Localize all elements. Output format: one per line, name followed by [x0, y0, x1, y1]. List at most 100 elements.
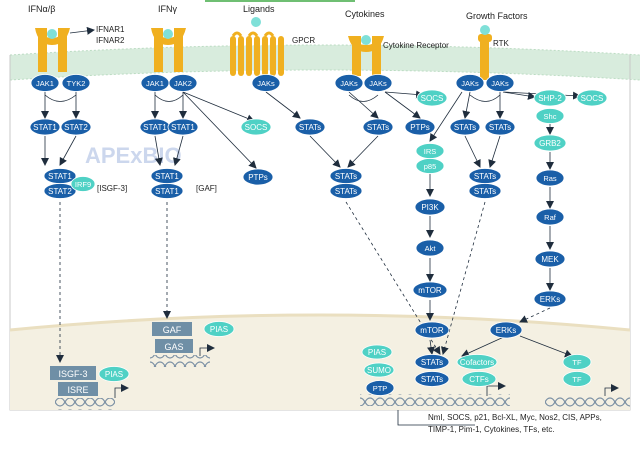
node-label-ptps-b: PTPs	[248, 173, 268, 182]
node-label-stats-dimer-b2: STATs	[474, 187, 496, 196]
node-stat1-gaf2: STAT1	[150, 183, 184, 199]
node-label-tyk2: TYK2	[67, 79, 86, 88]
node-stat1-gaf1: STAT1	[150, 168, 184, 184]
watermark-logo: APExBIO	[85, 143, 182, 168]
node-erks-cyto: ERKs	[533, 290, 567, 308]
label-cytokines: Cytokines	[345, 9, 385, 19]
node-mtor-cyto: mTOR	[412, 281, 448, 299]
node-label-stats-n2: STATs	[421, 375, 443, 384]
node-label-stat1-isgf: STAT1	[48, 172, 72, 181]
node-jaks-rtk1: JAKs	[455, 74, 485, 92]
node-erks-nuc: ERKs	[489, 321, 523, 339]
node-label-jaks-cyt1: JAKs	[340, 79, 358, 88]
node-label-ptps-cyt: PTPs	[410, 123, 430, 132]
node-label-pi3k: PI3K	[421, 203, 439, 212]
node-label-socs-b: SOCS	[245, 123, 268, 132]
node-stat1-isgf: STAT1	[43, 168, 77, 184]
dna-tf	[545, 395, 630, 407]
cell-membrane	[10, 45, 640, 80]
box-isre	[58, 382, 98, 396]
node-label-stats-n1: STATs	[421, 358, 443, 367]
node-sumo: SUMO	[363, 362, 395, 378]
receptor-ifnar	[35, 28, 70, 72]
node-stats-n2: STATs	[414, 371, 450, 387]
node-socs-b: SOCS	[240, 118, 272, 136]
node-label-stats-gpcr: STATs	[299, 123, 321, 132]
node-pias-isgf: PIAS	[98, 366, 130, 382]
node-label-stat1-b2: STAT1	[171, 123, 195, 132]
label-ifn-ab: IFNα/β	[28, 4, 55, 14]
label-ligands: Ligands	[243, 4, 275, 14]
node-ptps-b: PTPs	[242, 168, 274, 186]
node-cofactors: Cofactors	[456, 354, 498, 370]
node-label-jak1-a: JAK1	[36, 79, 54, 88]
node-jaks-rtk2: JAKs	[485, 74, 515, 92]
label-growth-factors: Growth Factors	[466, 11, 528, 21]
target-genes-line1: NmI, SOCS, p21, Bcl-XL, Myc, Nos2, CIS, …	[428, 413, 602, 422]
node-tf2: TF	[562, 371, 592, 387]
node-stats-rtk2: STATs	[484, 118, 516, 136]
node-stats-dimer-b1: STATs	[468, 168, 502, 184]
node-label-ras: Ras	[543, 174, 557, 183]
node-label-jak2-b: JAK2	[174, 79, 192, 88]
node-label-raf: Raf	[544, 213, 557, 222]
node-p85: p85	[415, 158, 445, 174]
node-label-akt: Akt	[425, 244, 437, 253]
node-label-erks-cyto: ERKs	[540, 295, 560, 304]
dna-isre	[55, 398, 115, 410]
node-tf1: TF	[562, 354, 592, 370]
label-isre: ISRE	[67, 385, 88, 395]
node-label-stats-rtk1: STATs	[454, 123, 476, 132]
node-label-shc: Shc	[544, 112, 557, 121]
receptor-gpcr	[230, 17, 284, 76]
label-cytokine-receptor: Cytokine Receptor	[383, 41, 449, 50]
node-ptp-n: PTP	[365, 380, 395, 396]
node-stats-rtk1: STATs	[449, 118, 481, 136]
node-stat1-b1: STAT1	[139, 118, 171, 136]
node-label-ctfs: CTFs	[469, 375, 489, 384]
node-jaks-cyt2: JAKs	[363, 74, 393, 92]
node-label-stat1-gaf2: STAT1	[155, 187, 179, 196]
node-label-mtor-nuc: mTOR	[420, 326, 444, 335]
node-pias-n: PIAS	[361, 344, 393, 360]
node-raf: Raf	[535, 208, 565, 226]
node-label-stat2-a: STAT2	[64, 123, 88, 132]
node-jak1-b: JAK1	[140, 74, 170, 92]
node-stats-dimer-a1: STATs	[329, 168, 363, 184]
node-stats-dimer-b2: STATs	[468, 183, 502, 199]
node-label-erks-nuc: ERKs	[496, 326, 516, 335]
node-label-stats-dimer-b1: STATs	[474, 172, 496, 181]
node-label-cofactors: Cofactors	[460, 358, 494, 367]
node-jak2-b: JAK2	[168, 74, 198, 92]
node-label-stats-dimer-a2: STATs	[335, 187, 357, 196]
node-stats-n1: STATs	[414, 354, 450, 370]
pathway-connectors	[41, 90, 581, 426]
label-rtk: RTK	[493, 39, 510, 48]
node-label-sumo: SUMO	[367, 366, 391, 375]
node-label-pias-gaf: PIAS	[210, 325, 228, 334]
node-grb2: GRB2	[533, 134, 567, 152]
node-ptps-cyt: PTPs	[404, 118, 436, 136]
node-label-socs-cyt: SOCS	[421, 94, 444, 103]
node-shp2: SHP-2	[533, 89, 567, 107]
node-irf9: IRF9	[70, 176, 96, 192]
node-label-mek: MEK	[541, 255, 559, 264]
node-socs-rtk: SOCS	[576, 89, 608, 107]
label-ifnar2: IFNAR2	[96, 36, 125, 45]
node-label-ptp-n: PTP	[373, 384, 388, 393]
node-label-jaks-gpcr: JAKs	[257, 79, 275, 88]
node-label-jaks-cyt2: JAKs	[369, 79, 387, 88]
label-isgf3: [ISGF-3]	[97, 184, 127, 193]
receptor-rtk	[478, 25, 492, 80]
label-gaf-nuc: GAF	[163, 325, 182, 335]
node-tyk2: TYK2	[61, 74, 91, 92]
node-label-stats-dimer-a1: STATs	[335, 172, 357, 181]
node-label-tf2: TF	[572, 375, 582, 384]
node-shc: Shc	[535, 108, 565, 124]
target-genes-line2: TIMP-1, Pim-1, Cytokines, TFs, etc.	[428, 425, 555, 434]
node-pias-gaf: PIAS	[203, 321, 235, 337]
node-label-p85: p85	[424, 162, 437, 171]
node-label-shp2: SHP-2	[538, 94, 562, 103]
node-stats-dimer-a2: STATs	[329, 183, 363, 199]
